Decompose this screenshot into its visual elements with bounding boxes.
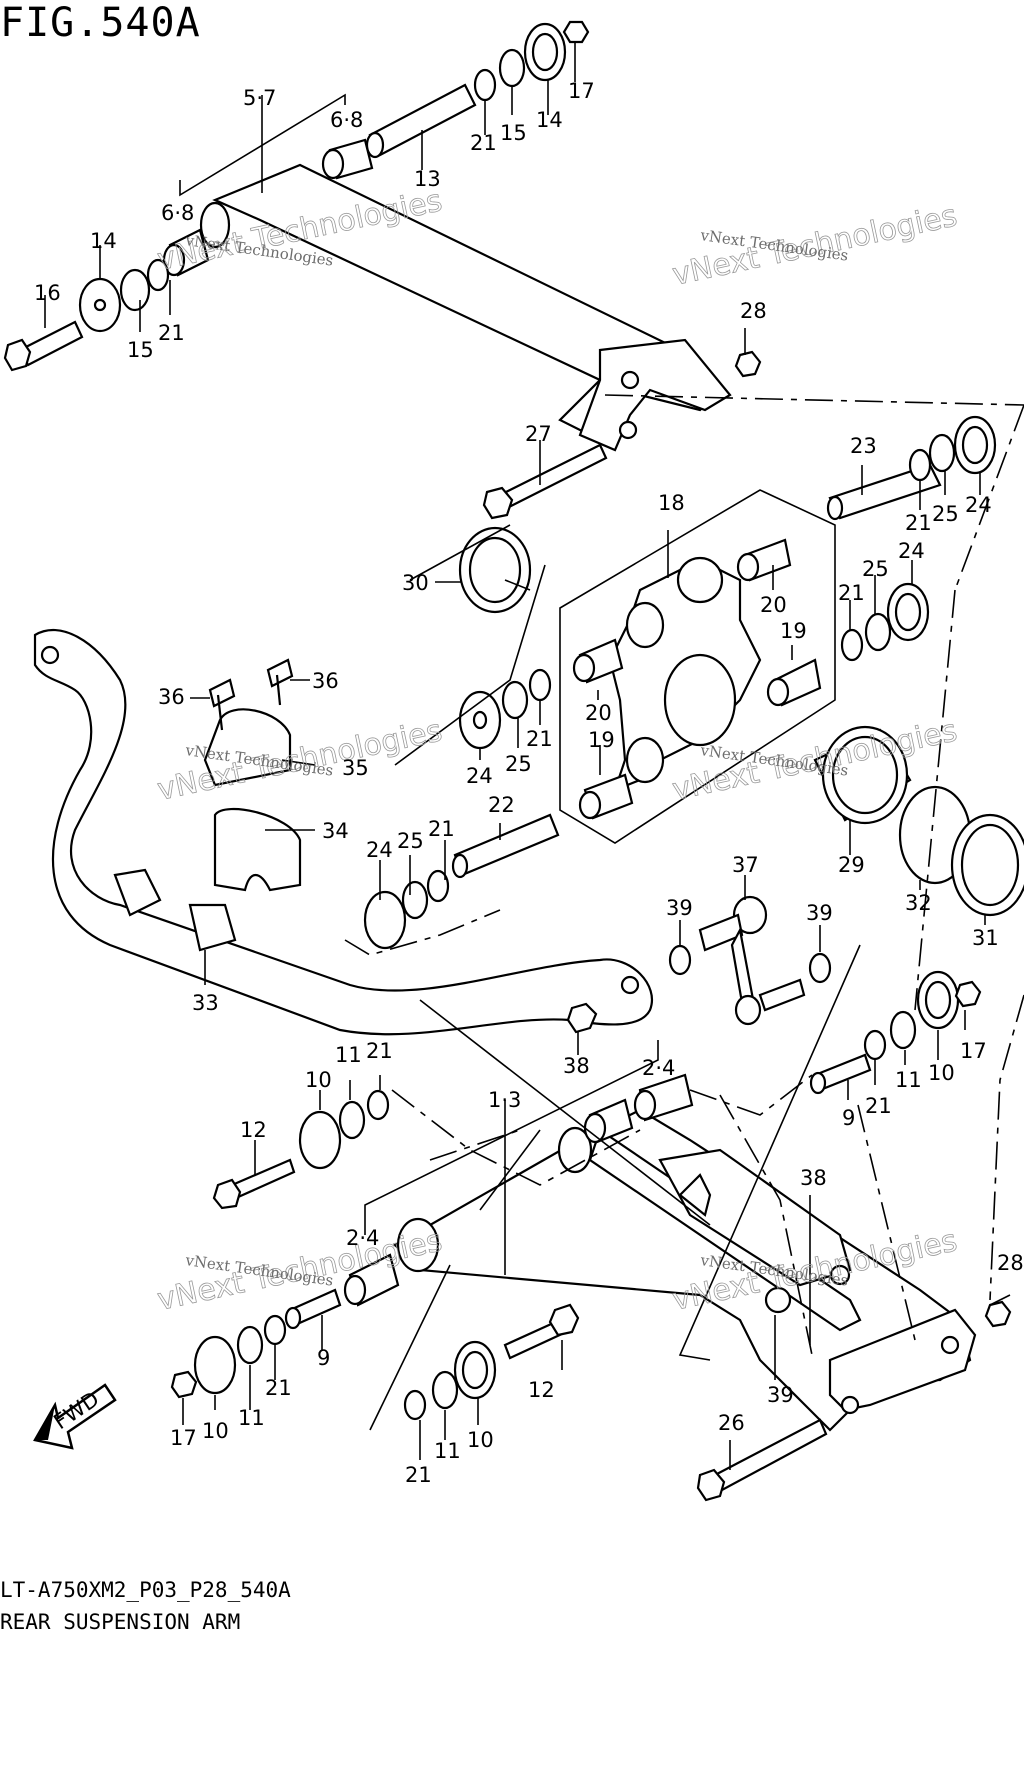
- knuckle-bushings: [572, 538, 822, 820]
- bolt-27: [482, 443, 608, 520]
- knuckle-seals: [363, 415, 997, 950]
- callout-label: 16: [34, 281, 61, 305]
- callout-label: 20: [585, 701, 612, 725]
- callout-label: 36: [312, 669, 339, 693]
- callout-label: 25: [862, 557, 889, 581]
- callout-label: 12: [528, 1378, 555, 1402]
- callout-label: 9: [842, 1106, 855, 1130]
- callout-label: 21: [526, 727, 553, 751]
- callout-label: 32: [905, 891, 932, 915]
- callout-label: 15: [500, 121, 527, 145]
- callout-label: 11: [895, 1068, 922, 1092]
- callout-label: 9: [317, 1346, 330, 1370]
- callout-label: 14: [90, 229, 117, 253]
- callout-label: 24: [965, 493, 992, 517]
- stabilizer-link-rod: [566, 895, 832, 1034]
- callout-label: 21: [428, 817, 455, 841]
- callout-label: 21: [470, 131, 497, 155]
- callout-label: 21: [865, 1094, 892, 1118]
- callout-label: 23: [850, 434, 877, 458]
- upper-arm-hardware: [3, 20, 762, 378]
- callout-label: 21: [265, 1376, 292, 1400]
- callout-label: 10: [202, 1419, 229, 1443]
- callout-label: 24: [898, 539, 925, 563]
- callout-label: 11: [335, 1043, 362, 1067]
- knuckle-group-outline: [559, 489, 836, 844]
- callout-label: 29: [838, 853, 865, 877]
- callout-label: 26: [718, 1411, 745, 1435]
- callout-label: 6·8: [161, 201, 194, 225]
- callout-label: 28: [997, 1251, 1024, 1275]
- callout-label: 31: [972, 926, 999, 950]
- callout-label: 38: [563, 1054, 590, 1078]
- callout-label: 5·7: [243, 86, 276, 110]
- callout-label: 25: [397, 829, 424, 853]
- callout-label: 2·4: [346, 1226, 379, 1250]
- callout-label: 17: [960, 1039, 987, 1063]
- callout-label: 17: [170, 1426, 197, 1450]
- callout-label: 21: [405, 1463, 432, 1487]
- model-code: LT-A750XM2_P03_P28_540A: [0, 1578, 291, 1602]
- callout-label: 39: [666, 896, 693, 920]
- callout-label: 38: [800, 1166, 827, 1190]
- callout-labels: 5·7 6·8 6·8 13 21 15 14 17 14 16 15 21 2…: [34, 79, 1024, 1487]
- callout-label: 2·4: [642, 1056, 675, 1080]
- callout-label: 21: [838, 581, 865, 605]
- callout-label: 10: [305, 1068, 332, 1092]
- callout-label: 22: [488, 793, 515, 817]
- callout-label: 36: [158, 685, 185, 709]
- callout-label: 25: [505, 752, 532, 776]
- bearing-29: [813, 725, 1024, 917]
- knuckle-shafts: [451, 463, 942, 879]
- figure-title: FIG.540A: [0, 0, 201, 46]
- callout-label: 33: [192, 991, 219, 1015]
- callout-label: 24: [366, 838, 393, 862]
- callout-label: 11: [238, 1406, 265, 1430]
- callout-label: 35: [342, 756, 369, 780]
- callout-label: 1·3: [488, 1088, 521, 1112]
- leader-lines: [44, 42, 1024, 1470]
- callout-label: 15: [127, 338, 154, 362]
- callout-label: 24: [466, 764, 493, 788]
- callout-label: 6·8: [330, 108, 363, 132]
- callout-label: 21: [366, 1039, 393, 1063]
- callout-label: 27: [525, 422, 552, 446]
- callout-label: 30: [402, 571, 429, 595]
- section-name: REAR SUSPENSION ARM: [0, 1610, 241, 1634]
- callout-label: 10: [928, 1061, 955, 1085]
- callout-label: 37: [732, 853, 759, 877]
- callout-label: 39: [767, 1383, 794, 1407]
- stabilizer-bar: [33, 629, 653, 1036]
- callout-label: 20: [760, 593, 787, 617]
- callout-label: 12: [240, 1118, 267, 1142]
- lower-arm-hardware: [170, 970, 1012, 1502]
- callout-label: 19: [780, 619, 807, 643]
- callout-label: 39: [806, 901, 833, 925]
- callout-label: 18: [658, 491, 685, 515]
- knuckle: [608, 556, 762, 792]
- upper-arm: [199, 163, 732, 452]
- callout-label: 11: [434, 1439, 461, 1463]
- callout-label: 34: [322, 819, 349, 843]
- callout-label: 17: [568, 79, 595, 103]
- callout-label: 28: [740, 299, 767, 323]
- callout-label: 13: [414, 167, 441, 191]
- callout-label: 10: [467, 1428, 494, 1452]
- callout-label: 25: [932, 502, 959, 526]
- callout-label: 21: [158, 321, 185, 345]
- callout-label: 19: [588, 728, 615, 752]
- lower-arm: [393, 1108, 977, 1432]
- callout-label: 21: [905, 511, 932, 535]
- fwd-arrow-icon: FWD: [33, 1383, 117, 1450]
- callout-label: 14: [536, 108, 563, 132]
